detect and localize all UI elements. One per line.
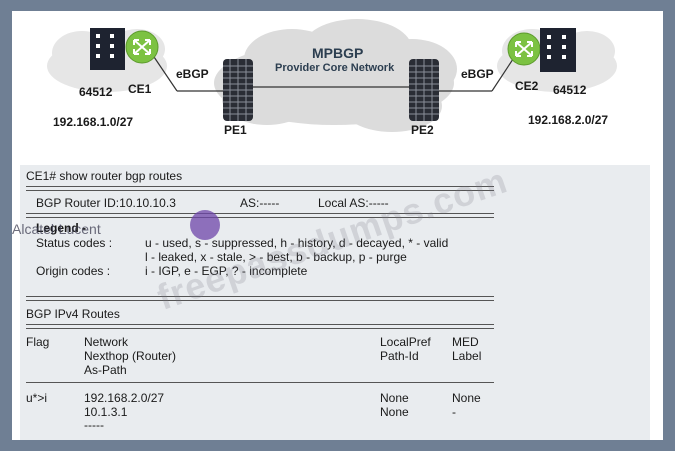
route-aspath: ----- (84, 418, 104, 432)
separator-double (26, 296, 494, 301)
cloud-subtitle: Provider Core Network (275, 62, 395, 74)
origin-codes-label: Origin codes : (36, 264, 111, 278)
pe2-label: PE2 (411, 123, 434, 137)
col-flag: Flag (26, 335, 50, 349)
ce2-label: CE2 (515, 79, 539, 93)
col-aspath: As-Path (84, 363, 127, 377)
cli-output-panel: CE1# show router bgp routes BGP Router I… (20, 165, 650, 440)
col-nexthop: Nexthop (Router) (84, 349, 177, 363)
ce1-router-icon (125, 30, 159, 64)
route-med: None (452, 391, 481, 405)
logo-text: Alcatel·Lucent (12, 221, 101, 237)
ebgp-right-label: eBGP (461, 67, 494, 81)
left-server-icon (90, 28, 125, 70)
local-as-value: Local AS:----- (318, 196, 389, 210)
legend-label: Legend - (36, 221, 86, 235)
ebgp-left-label: eBGP (176, 67, 209, 81)
route-pathid: None (380, 405, 409, 419)
ce1-label: CE1 (128, 82, 152, 96)
as-value: AS:----- (240, 196, 280, 210)
col-network: Network (84, 335, 129, 349)
status-codes-line1: u - used, s - suppressed, h - history, d… (145, 236, 449, 250)
separator-double (26, 213, 494, 218)
col-med: MED (452, 335, 479, 349)
cloud-title: MPBGP (312, 45, 364, 61)
left-subnet: 192.168.1.0/27 (53, 115, 134, 129)
separator-double (26, 324, 494, 329)
route-nexthop: 10.1.3.1 (84, 405, 128, 419)
col-pathid: Path-Id (380, 349, 419, 363)
right-server-icon (540, 28, 576, 72)
separator-single (26, 382, 494, 383)
route-network: 192.168.2.0/27 (84, 391, 165, 405)
col-label: Label (452, 349, 482, 363)
right-as-number: 64512 (553, 83, 587, 97)
logo-mark-icon (190, 210, 220, 240)
left-as-number: 64512 (79, 85, 113, 99)
separator-double (26, 186, 494, 191)
network-diagram (47, 19, 617, 132)
right-subnet: 192.168.2.0/27 (528, 113, 609, 127)
route-label: - (452, 405, 456, 419)
origin-codes-line: i - IGP, e - EGP, ? - incomplete (145, 264, 308, 278)
col-localpref: LocalPref (380, 335, 431, 349)
pe2-router-icon (409, 59, 439, 121)
route-flag: u*>i (26, 391, 48, 405)
pe1-label: PE1 (224, 123, 247, 137)
router-id: BGP Router ID:10.10.10.3 (36, 196, 176, 210)
route-localpref: None (380, 391, 409, 405)
cli-command: CE1# show router bgp routes (26, 169, 183, 183)
screenshot-frame: MPBGP Provider Core Network 64512 CE1 eB… (12, 11, 663, 440)
ce2-router-icon (507, 32, 541, 66)
status-codes-line2: l - leaked, x - stale, > - best, b - bac… (145, 250, 407, 264)
pe1-router-icon (223, 59, 253, 121)
section-title: BGP IPv4 Routes (26, 307, 120, 321)
status-codes-label: Status codes : (36, 236, 113, 250)
